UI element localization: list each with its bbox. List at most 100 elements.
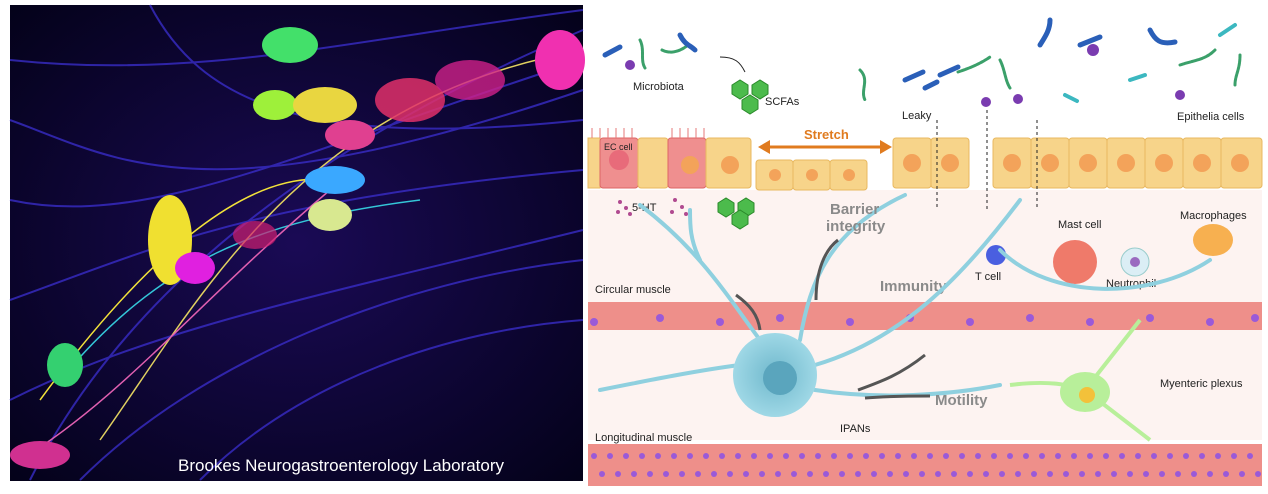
- label-ec-cell: EC cell: [604, 142, 633, 152]
- muscle-nucleus: [695, 471, 701, 477]
- muscle-nucleus: [791, 471, 797, 477]
- muscle-nucleus: [599, 471, 605, 477]
- muscle-nucleus: [1119, 453, 1125, 459]
- muscle-nucleus: [807, 471, 813, 477]
- muscle-nucleus: [879, 453, 885, 459]
- muscle-nucleus: [831, 453, 837, 459]
- muscle-nucleus: [1087, 453, 1093, 459]
- immune-cells: [986, 224, 1233, 284]
- muscle-nucleus: [759, 471, 765, 477]
- muscle-nucleus: [1215, 453, 1221, 459]
- label-t-cell: T cell: [975, 271, 1001, 283]
- muscle-nucleus: [1055, 453, 1061, 459]
- longitudinal-muscle-band: [588, 444, 1262, 486]
- microscopy-image: Brookes Neurogastroenterology Laboratory: [9, 4, 585, 481]
- muscle-nucleus: [1247, 453, 1253, 459]
- muscle-nucleus: [1007, 453, 1013, 459]
- label-microbiota: Microbiota: [633, 81, 685, 93]
- muscle-nucleus: [1207, 471, 1213, 477]
- muscle-nucleus: [847, 453, 853, 459]
- leaky-arrows: [936, 110, 1038, 210]
- muscle-nucleus: [1095, 471, 1101, 477]
- muscle-nucleus: [927, 453, 933, 459]
- label-macrophages: Macrophages: [1180, 210, 1247, 222]
- myenteric-neuron: [1009, 318, 1152, 442]
- muscle-nucleus: [983, 471, 989, 477]
- label-stretch: Stretch: [804, 127, 849, 142]
- muscle-nucleus: [679, 471, 685, 477]
- muscle-nucleus: [1063, 471, 1069, 477]
- muscle-nucleus: [799, 453, 805, 459]
- muscle-nucleus: [1239, 471, 1245, 477]
- muscle-nucleus: [751, 453, 757, 459]
- muscle-nucleus: [615, 471, 621, 477]
- muscle-nucleus: [911, 453, 917, 459]
- muscle-nucleus: [1039, 453, 1045, 459]
- muscle-nucleus: [1071, 453, 1077, 459]
- arrow-microbiota-scfa: [719, 56, 746, 73]
- muscle-nucleus: [1103, 453, 1109, 459]
- muscle-nucleus: [1255, 471, 1261, 477]
- muscle-nucleus: [1127, 471, 1133, 477]
- muscle-nucleus: [887, 471, 893, 477]
- muscle-nucleus: [671, 453, 677, 459]
- lab-caption: Brookes Neurogastroenterology Laboratory: [178, 456, 505, 475]
- muscle-nucleus: [1143, 471, 1149, 477]
- muscle-nucleus: [1151, 453, 1157, 459]
- muscle-nucleus: [607, 453, 613, 459]
- gut-diagram: Microbiota SCFAs Leaky Epithelia cells: [587, 5, 1263, 489]
- muscle-nucleus: [711, 471, 717, 477]
- label-scfas: SCFAs: [765, 96, 800, 108]
- muscle-nucleus: [951, 471, 957, 477]
- muscle-nucleus: [871, 471, 877, 477]
- muscle-nucleus: [687, 453, 693, 459]
- muscle-nucleus: [823, 471, 829, 477]
- muscle-nucleus: [815, 453, 821, 459]
- label-mast-cell: Mast cell: [1058, 219, 1101, 231]
- muscle-nucleus: [591, 453, 597, 459]
- muscle-nucleus: [1023, 453, 1029, 459]
- muscle-nucleus: [1191, 471, 1197, 477]
- label-ipans: IPANs: [840, 423, 871, 435]
- label-epithelia-cells: Epithelia cells: [1177, 111, 1245, 123]
- label-longitudinal-muscle: Longitudinal muscle: [595, 432, 692, 444]
- muscle-nucleus: [735, 453, 741, 459]
- muscle-nucleus: [727, 471, 733, 477]
- muscle-nucleus: [895, 453, 901, 459]
- muscle-nucleus: [975, 453, 981, 459]
- scfa-hexagons: [717, 79, 769, 230]
- muscle-nucleus: [663, 471, 669, 477]
- microbiota-icons: [602, 17, 1242, 107]
- muscle-nucleus: [631, 471, 637, 477]
- muscle-nucleus: [1183, 453, 1189, 459]
- label-barrier-1: Barrier: [830, 201, 879, 218]
- muscle-nucleus: [703, 453, 709, 459]
- muscle-nucleus: [1199, 453, 1205, 459]
- muscle-nucleus: [967, 471, 973, 477]
- stretch-arrow: [758, 140, 892, 154]
- label-immunity: Immunity: [880, 278, 947, 295]
- muscle-nucleus: [943, 453, 949, 459]
- muscle-nucleus: [855, 471, 861, 477]
- muscle-nucleus: [1223, 471, 1229, 477]
- muscle-nucleus: [999, 471, 1005, 477]
- muscle-nucleus: [1159, 471, 1165, 477]
- muscle-nucleus: [783, 453, 789, 459]
- muscle-nucleus: [839, 471, 845, 477]
- label-circular-muscle: Circular muscle: [595, 284, 671, 296]
- muscle-nucleus: [1231, 453, 1237, 459]
- muscle-nucleus: [959, 453, 965, 459]
- muscle-nucleus: [639, 453, 645, 459]
- muscle-nucleus: [935, 471, 941, 477]
- label-myenteric-plexus: Myenteric plexus: [1160, 378, 1243, 390]
- muscle-nucleus: [919, 471, 925, 477]
- muscle-nucleus: [775, 471, 781, 477]
- muscle-nucleus: [903, 471, 909, 477]
- label-barrier-2: integrity: [826, 218, 886, 235]
- process-arrows: [735, 238, 931, 400]
- label-motility: Motility: [935, 392, 988, 409]
- serotonin-dots: [616, 198, 688, 216]
- muscle-nucleus: [991, 453, 997, 459]
- muscle-nucleus: [743, 471, 749, 477]
- muscle-nucleus: [863, 453, 869, 459]
